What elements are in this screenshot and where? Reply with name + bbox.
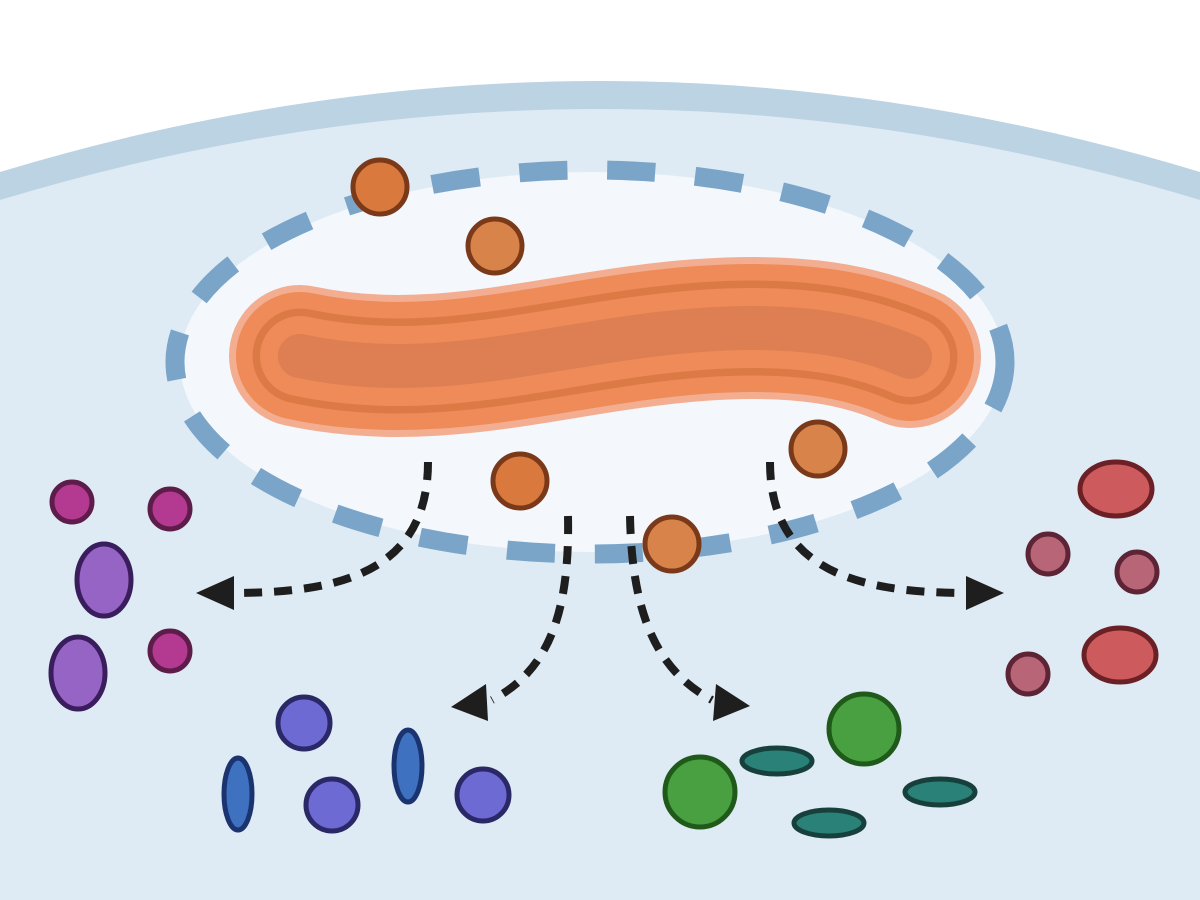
orange-particle-icon	[788, 419, 848, 479]
orange-particle-icon	[642, 514, 702, 574]
rose-dot-icon	[1025, 531, 1071, 577]
purple-oval-icon	[74, 541, 134, 619]
arrowhead-down-left-icon	[451, 684, 488, 721]
violet-dot-icon	[454, 766, 512, 824]
dashed-curved-arrow-icon	[490, 515, 573, 704]
bottom-left-particle-group	[221, 694, 512, 834]
arrowhead-right-icon	[966, 576, 1004, 610]
arrowhead-left-icon	[196, 576, 234, 610]
dashed-curved-arrows	[196, 461, 1004, 721]
dashed-curved-arrow-icon	[237, 461, 432, 597]
teal-disc-icon	[791, 807, 867, 839]
orange-particle-icon	[465, 216, 525, 276]
rod-bacterium-icon	[229, 257, 981, 438]
magenta-dot-icon	[49, 479, 95, 525]
violet-dot-icon	[275, 694, 333, 752]
rose-dot-icon	[1114, 549, 1160, 595]
teal-disc-icon	[739, 745, 815, 777]
bottom-right-particle-group	[662, 691, 978, 839]
rose-dot-icon	[1005, 651, 1051, 697]
dashed-curved-arrow-icon	[766, 461, 963, 597]
orange-particle-icon	[350, 157, 410, 217]
orange-particle-icon	[490, 451, 550, 511]
purple-oval-icon	[48, 634, 108, 712]
dashed-curved-arrow-icon	[626, 515, 714, 704]
orange-particles	[350, 157, 848, 574]
blue-rod-icon	[221, 755, 255, 833]
green-dot-icon	[662, 754, 738, 830]
arrowhead-down-right-icon	[713, 684, 750, 721]
blue-rod-icon	[391, 727, 425, 805]
vacuole-dashed-border	[165, 160, 1015, 564]
bacterium-core	[278, 306, 932, 389]
magenta-dot-icon	[147, 486, 193, 532]
red-oval-icon	[1077, 459, 1155, 519]
green-dot-icon	[826, 691, 902, 767]
magenta-dot-icon	[147, 628, 193, 674]
red-oval-icon	[1081, 625, 1159, 685]
teal-disc-icon	[902, 776, 978, 808]
right-particle-group	[1005, 459, 1160, 697]
violet-dot-icon	[303, 776, 361, 834]
left-particle-group	[48, 479, 193, 712]
